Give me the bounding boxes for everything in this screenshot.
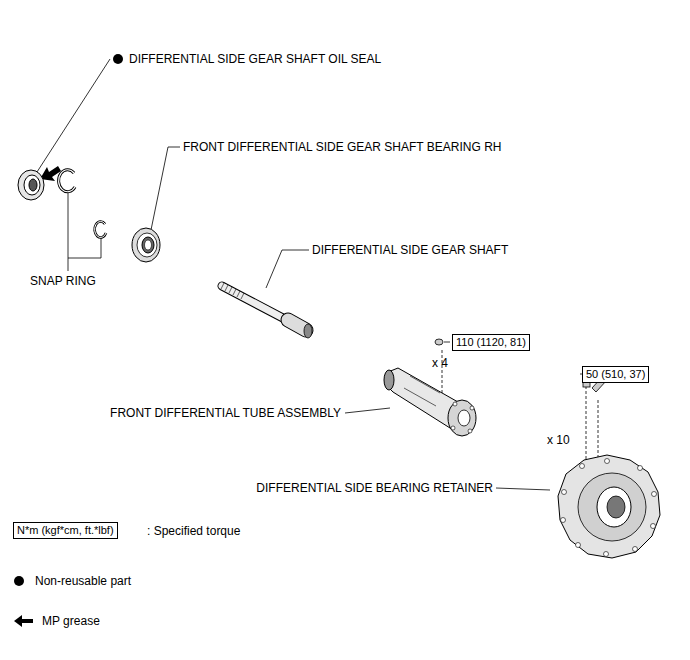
- legend-torque-box: N*m (kgf*cm, ft.*lbf): [13, 522, 118, 539]
- quantity: x 4: [432, 356, 448, 370]
- part-name: DIFFERENTIAL SIDE BEARING RETAINER: [256, 481, 493, 495]
- torque-box: 110 (1120, 81): [452, 334, 530, 351]
- torque-value: 50 (510, 37): [586, 368, 645, 380]
- legend-text: MP grease: [42, 614, 100, 628]
- part-name: SNAP RING: [30, 274, 96, 288]
- torque-value: N*m (kgf*cm, ft.*lbf): [17, 524, 114, 536]
- torque-box: 50 (510, 37): [582, 366, 649, 383]
- part-name: DIFFERENTIAL SIDE GEAR SHAFT OIL SEAL: [129, 52, 381, 66]
- legend-text: Non-reusable part: [35, 574, 131, 588]
- part-name: FRONT DIFFERENTIAL TUBE ASSEMBLY: [110, 406, 341, 420]
- part-name: FRONT DIFFERENTIAL SIDE GEAR SHAFT BEARI…: [183, 140, 502, 154]
- part-name: DIFFERENTIAL SIDE GEAR SHAFT: [312, 243, 508, 257]
- legend-text: : Specified torque: [147, 524, 240, 538]
- quantity: x 10: [547, 433, 570, 447]
- torque-value: 110 (1120, 81): [456, 336, 526, 348]
